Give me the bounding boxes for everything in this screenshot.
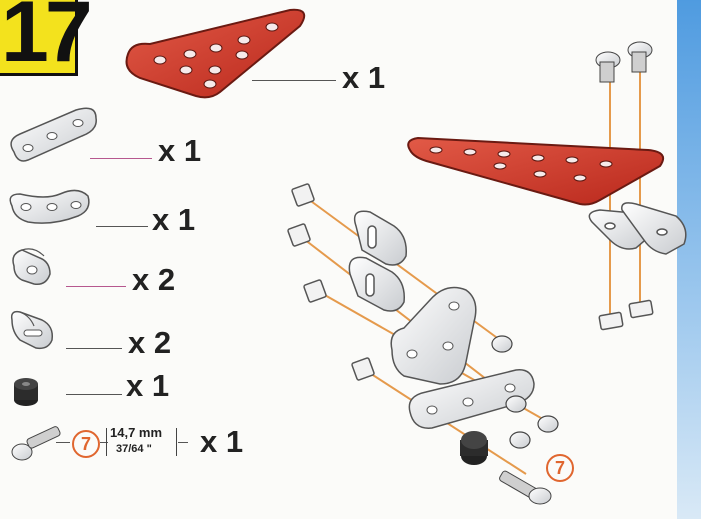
bolt-length-spec: 7 14,7 mm 37/64 " — [72, 424, 190, 462]
assembly-vertical-brackets — [349, 211, 406, 311]
leader-line — [90, 158, 152, 159]
assembly-plate-brackets — [589, 203, 685, 254]
qty-label: x 1 — [158, 133, 201, 169]
leader-line — [66, 394, 122, 395]
spec-bar — [106, 428, 107, 456]
spacer-collar-part — [14, 378, 38, 406]
length-inch: 37/64 " — [116, 443, 152, 455]
qty-label: x 1 — [342, 60, 385, 96]
curved-bracket-part — [13, 249, 50, 284]
leader-line — [66, 286, 126, 287]
qty-label: x 1 — [152, 202, 195, 238]
assembly-plate-nuts — [599, 300, 653, 330]
bolt-part — [12, 426, 61, 460]
length-mm: 14,7 mm — [110, 425, 162, 440]
spec-tick — [56, 442, 70, 443]
spec-tick — [178, 442, 188, 443]
qty-label: x 1 — [126, 368, 169, 404]
assembly-long-bolt — [499, 470, 552, 504]
assembly-top-bolts — [596, 42, 652, 82]
triangular-plate-part — [127, 10, 305, 98]
slotted-bracket-part — [12, 312, 53, 349]
assembly-view — [287, 42, 685, 504]
leader-line — [66, 348, 122, 349]
qty-label: x 2 — [128, 325, 171, 361]
size-marker: 7 — [72, 430, 100, 458]
spec-bar — [176, 428, 177, 456]
curved-strip-part — [10, 190, 89, 223]
assembly-spacer-collar — [460, 431, 488, 465]
qty-label: x 1 — [200, 424, 243, 460]
flat-strip-part — [11, 108, 96, 161]
qty-label: x 2 — [132, 262, 175, 298]
assembly-size-marker: 7 — [546, 454, 574, 482]
leader-line — [252, 80, 336, 81]
assembly-red-plate — [408, 138, 663, 205]
leader-line — [96, 226, 148, 227]
